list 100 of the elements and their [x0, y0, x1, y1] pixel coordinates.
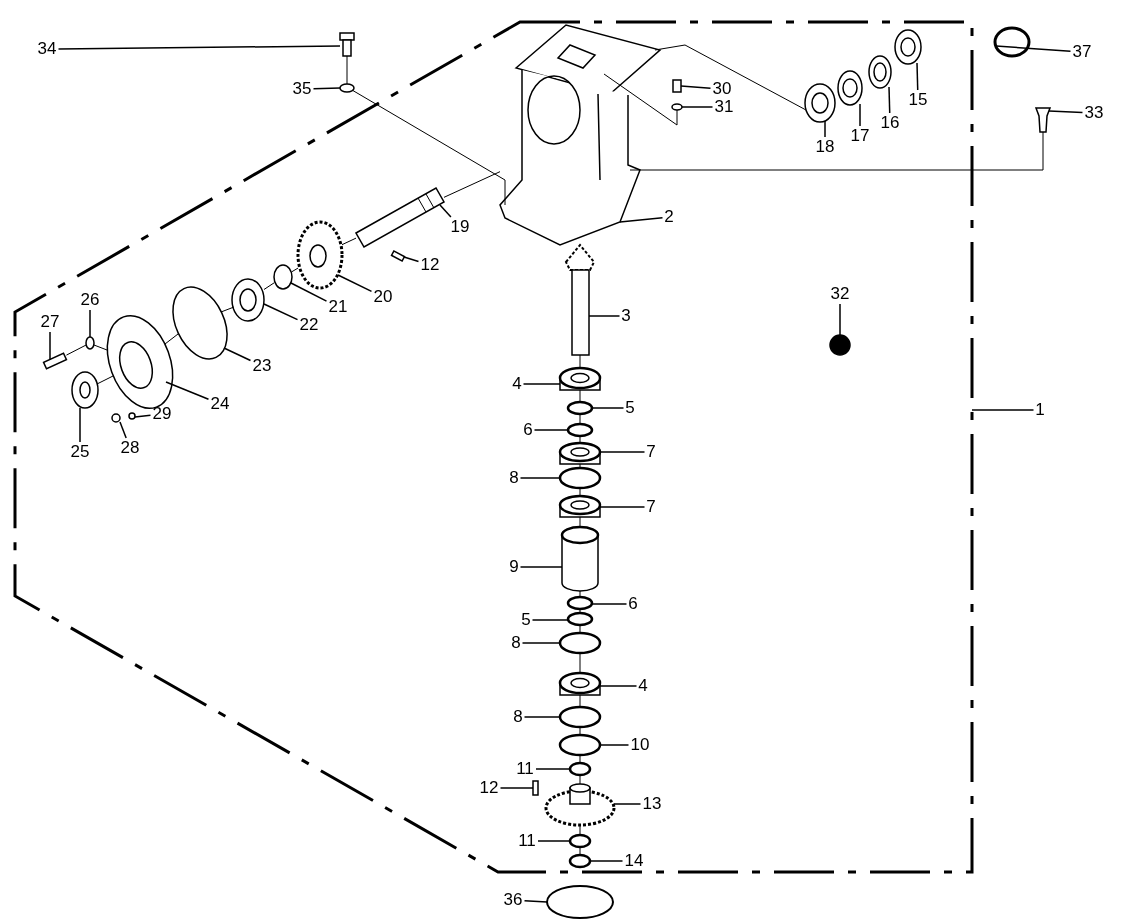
leader-line: [223, 347, 252, 362]
leader-line: [591, 603, 628, 605]
assembly-line: [291, 267, 299, 273]
leader-line: [916, 62, 919, 91]
assembly-line: [579, 487, 581, 497]
ring-drawing: [558, 466, 602, 490]
assembly-line: [654, 44, 807, 111]
ring-drawing: [566, 400, 594, 416]
callout-number: 12: [479, 778, 499, 798]
key-drawing: [532, 780, 539, 796]
assembly-line: [164, 333, 179, 345]
pinion-shaft-drawing: [564, 243, 596, 356]
leader-line: [888, 86, 891, 114]
assembly-line: [579, 846, 581, 856]
callout-number: 26: [80, 290, 100, 310]
leader-line: [681, 106, 714, 108]
assembly-line: [220, 306, 235, 313]
callout-number: 23: [252, 356, 272, 376]
callout-number: 4: [512, 374, 522, 394]
leader-line: [79, 407, 81, 443]
bearing-drawing: [558, 366, 602, 391]
gear-drawing: [544, 783, 616, 827]
assembly-line: [579, 413, 581, 425]
leader-line: [995, 45, 1072, 52]
gear-drawing: [296, 220, 344, 290]
assembly-line: [351, 89, 506, 206]
assembly-line: [579, 516, 581, 528]
leader-line: [519, 566, 563, 568]
screw-drawing: [1034, 107, 1052, 133]
assembly-line: [579, 754, 581, 764]
assembly-line: [579, 694, 581, 708]
callout-number: 14: [624, 851, 644, 871]
bolt-drawing: [339, 32, 355, 57]
leader-line: [522, 383, 561, 385]
callout-number: 5: [521, 610, 531, 630]
assembly-line: [603, 73, 678, 126]
assembly-line: [579, 624, 581, 634]
leader-line: [839, 303, 841, 336]
callout-number: 19: [450, 217, 470, 237]
assembly-line: [579, 463, 581, 469]
o-ring-drawing: [546, 885, 614, 919]
leader-line: [134, 414, 152, 418]
sleeve-drawing: [560, 525, 600, 592]
shaft-drawing: [354, 187, 446, 248]
assembly-line: [443, 171, 501, 198]
ring-drawing: [273, 264, 293, 290]
callout-number: 36: [503, 890, 523, 910]
washer-drawing: [671, 103, 683, 111]
callout-number: 6: [523, 420, 533, 440]
leader-line: [499, 787, 534, 789]
callout-number: 30: [712, 79, 732, 99]
leader-line: [588, 315, 621, 317]
callout-number: 7: [646, 442, 656, 462]
assembly-line: [579, 608, 581, 614]
callout-number: 9: [509, 557, 519, 577]
washer-drawing: [339, 83, 355, 93]
ring-drawing: [837, 70, 863, 106]
callout-number: 20: [373, 287, 393, 307]
ring-drawing: [558, 631, 602, 655]
assembly-line: [579, 726, 581, 736]
ring-drawing: [128, 412, 136, 420]
leader-line: [521, 642, 561, 644]
callout-number: 5: [625, 398, 635, 418]
leader-line: [599, 685, 638, 687]
bearing-drawing: [558, 441, 602, 465]
leader-line: [599, 451, 646, 453]
assembly-line: [579, 824, 581, 836]
ring-drawing: [566, 611, 594, 627]
assembly-line: [579, 435, 581, 444]
leader-line: [1048, 110, 1084, 114]
leader-line: [589, 860, 624, 862]
leader-line: [535, 768, 571, 770]
callout-number: 22: [299, 315, 319, 335]
leader-line: [57, 45, 341, 50]
ring-drawing: [568, 853, 592, 869]
circlip-drawing: [868, 55, 892, 89]
o-ring-drawing: [172, 286, 228, 360]
callout-number: 11: [518, 831, 536, 851]
ring-drawing: [566, 595, 594, 611]
leader-line: [403, 256, 420, 263]
callout-number: 7: [646, 497, 656, 517]
callout-number: 32: [830, 284, 850, 304]
leader-line: [599, 744, 630, 746]
leader-line: [619, 216, 664, 223]
callout-number: 18: [815, 137, 835, 157]
flange-drawing: [106, 315, 174, 409]
callout-number: 8: [511, 633, 521, 653]
seal-ring-drawing: [894, 29, 922, 65]
callout-number: 10: [630, 735, 650, 755]
leader-line: [523, 716, 561, 718]
callout-number: 3: [621, 306, 631, 326]
callout-number: 6: [628, 594, 638, 614]
callout-number: 33: [1084, 103, 1104, 123]
assembly-line: [579, 590, 581, 598]
bearing-drawing: [231, 278, 265, 322]
leader-line: [971, 409, 1035, 411]
leader-line: [591, 407, 625, 409]
callout-number: 28: [120, 438, 140, 458]
callout-number: 24: [210, 394, 230, 414]
leader-line: [312, 87, 341, 90]
